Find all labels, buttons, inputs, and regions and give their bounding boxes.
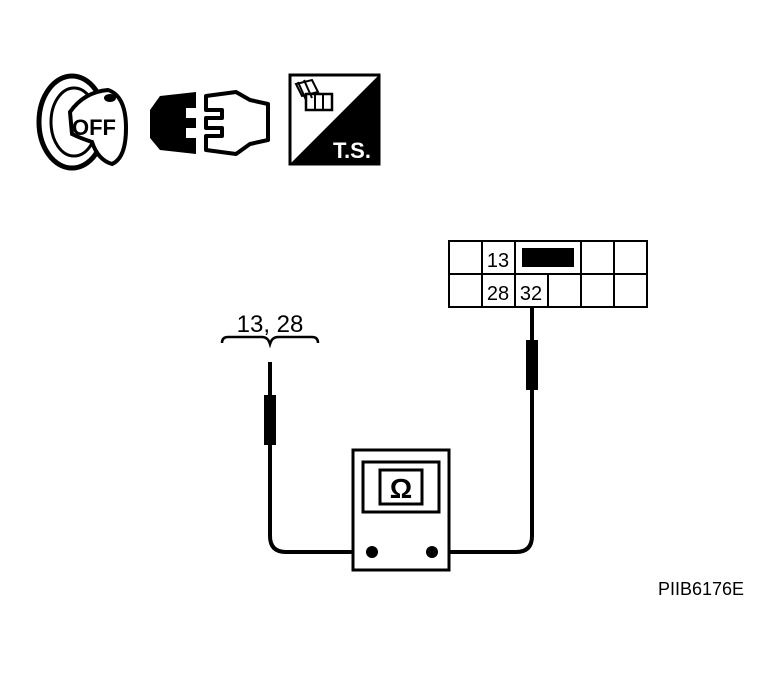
ignition-key-off-icon: OFF [36, 73, 129, 171]
connector-key-bar [522, 248, 574, 267]
left-test-lead [268, 362, 372, 554]
ohm-symbol: Ω [390, 473, 412, 504]
tester-label: T.S. [333, 138, 371, 163]
ohmmeter-icon: Ω [351, 448, 451, 572]
right-probe-tip [526, 340, 538, 390]
tester-probe-icon: T.S. [288, 73, 381, 166]
figure-code: PIIB6176E [658, 579, 744, 599]
terminal-28: 28 [487, 283, 509, 305]
connector-disconnect-icon [150, 90, 270, 156]
right-test-lead [432, 307, 534, 554]
connector-face: 13 28 32 [448, 240, 648, 308]
meter-terminal-left [366, 546, 378, 558]
probe-label-group: 13, 28 [220, 311, 320, 349]
meter-terminal-right [426, 546, 438, 558]
ignition-off-label: OFF [72, 115, 116, 140]
test-leads [264, 307, 538, 554]
probe-terminal-label: 13, 28 [237, 311, 304, 338]
terminal-brace [220, 335, 320, 349]
left-probe-tip [264, 395, 276, 445]
terminal-32: 32 [520, 283, 542, 305]
terminal-13: 13 [487, 250, 509, 272]
